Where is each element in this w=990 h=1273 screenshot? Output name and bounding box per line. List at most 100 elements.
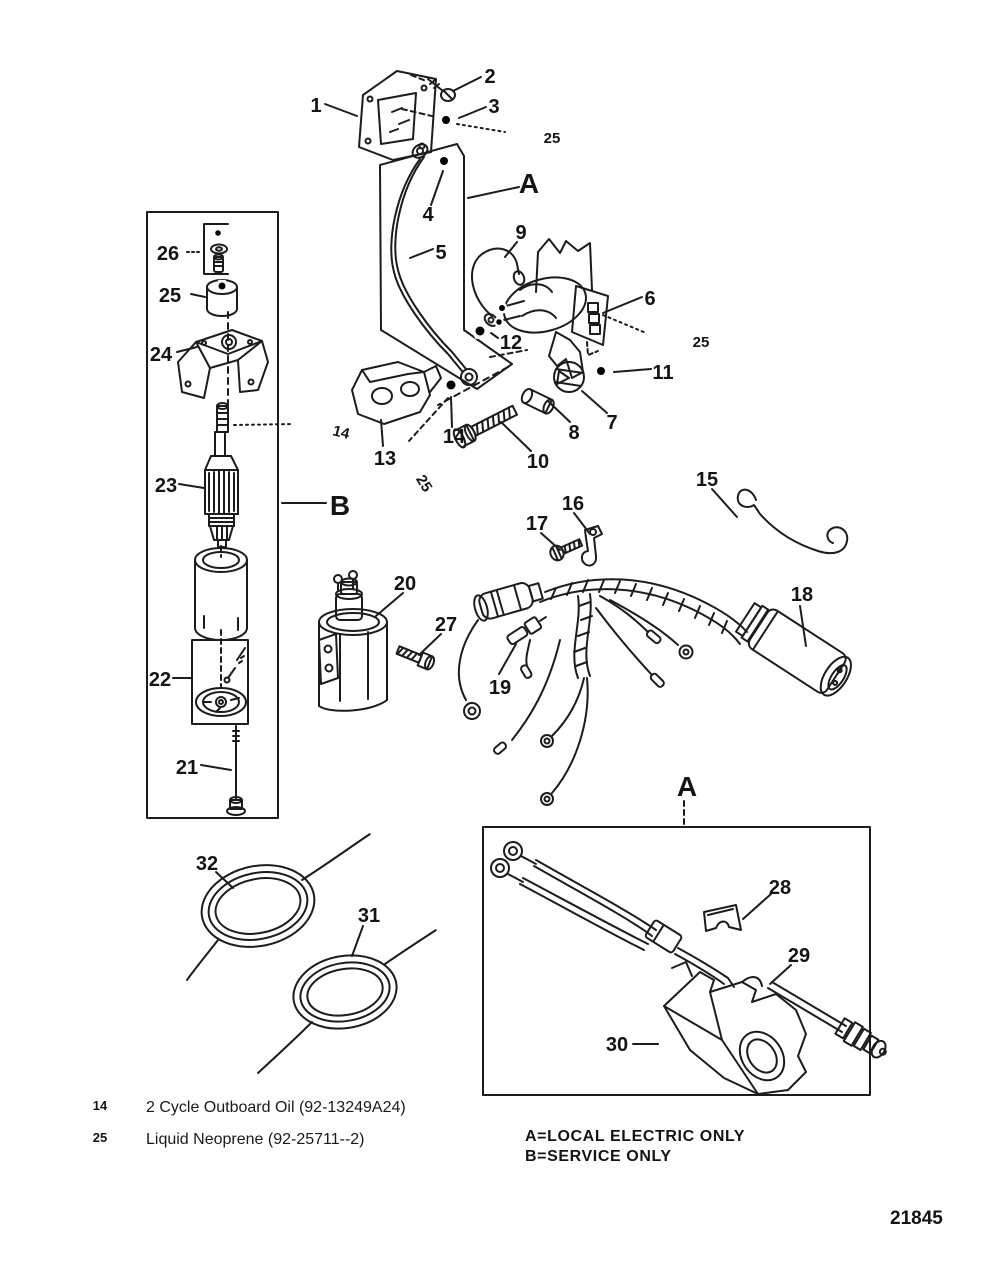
callout-22: 22 <box>149 669 171 691</box>
leader-20 <box>375 592 404 617</box>
part-20-starter-motor <box>318 570 388 712</box>
assembly-guide-lines <box>220 74 685 827</box>
callout-5: 5 <box>435 242 446 264</box>
callout-13: 13 <box>374 448 396 470</box>
callout-6: 6 <box>644 288 655 310</box>
note-line-2: B=SERVICE ONLY <box>525 1148 672 1165</box>
part-10-bolt <box>452 404 519 449</box>
electric-box-a <box>482 826 871 1096</box>
leader-27 <box>418 633 442 656</box>
callout-27: 27 <box>435 614 457 636</box>
callout-32: 32 <box>196 853 218 875</box>
leader-9 <box>504 241 518 258</box>
tube-mark-lower: 25 <box>412 472 435 495</box>
callout-31: 31 <box>358 905 380 927</box>
legend-oil-text: 2 Cycle Outboard Oil (92-13249A24) <box>146 1099 406 1116</box>
callout-28: 28 <box>769 877 791 899</box>
leader-17 <box>540 532 561 551</box>
leader-23 <box>178 483 205 489</box>
callout-19: 19 <box>489 677 511 699</box>
notes: A=LOCAL ELECTRIC ONLY B=SERVICE ONLY <box>525 1128 745 1165</box>
leader-13 <box>380 419 384 447</box>
callout-15: 15 <box>696 469 718 491</box>
callout-leader-lines <box>172 76 807 1045</box>
part-4-nut <box>436 154 452 168</box>
leader-4 <box>430 170 444 206</box>
callout-29: 29 <box>788 945 810 967</box>
callout-23: 23 <box>155 475 177 497</box>
leader-3 <box>458 106 487 119</box>
callout-18: 18 <box>791 584 813 606</box>
part-13-clamp-bracket <box>351 361 442 425</box>
callout-26: 26 <box>157 243 179 265</box>
part-11-nut <box>593 364 609 378</box>
callout-9: 9 <box>515 222 526 244</box>
part-15-wire-retainer <box>736 488 849 555</box>
callout-4: 4 <box>422 204 434 226</box>
part-28-clip <box>703 904 742 932</box>
leader-32 <box>215 871 234 889</box>
callout-24: 24 <box>150 344 173 366</box>
part-5-wire-lead <box>390 143 478 386</box>
callout-3: 3 <box>488 96 499 118</box>
part-2-screw <box>427 78 456 102</box>
part-7-grommet <box>553 361 585 393</box>
part-25-bushing <box>206 279 238 317</box>
part-17-screw <box>549 538 584 562</box>
leader-6 <box>602 296 643 314</box>
callout-17: 17 <box>526 513 548 535</box>
part-1-voltage-regulator <box>358 70 437 161</box>
part-26-mount-hardware <box>203 223 229 275</box>
part-18-harness-connector <box>734 602 852 697</box>
callout-10: 10 <box>527 451 549 473</box>
tube-mark-top: 25 <box>544 130 561 147</box>
wiring-harness <box>457 578 748 806</box>
leader-7 <box>581 390 608 414</box>
callout-25: 25 <box>159 285 181 307</box>
part-8-spacer <box>520 387 555 415</box>
part-22-end-cap <box>195 647 247 717</box>
leader-25 <box>190 293 206 298</box>
leader-18 <box>799 605 807 647</box>
drawing-number: 21845 <box>890 1208 943 1229</box>
tube-mark-oil: 14 <box>331 422 352 443</box>
leader-a-top <box>467 186 520 199</box>
part-32-cable <box>169 819 389 998</box>
neoprene-tube-icon-middle <box>642 320 724 359</box>
part-23-armature <box>204 431 239 548</box>
callout-20: 20 <box>394 573 416 595</box>
part-29-cable-extension <box>767 981 887 1059</box>
leader-10 <box>500 421 532 452</box>
section-label-b: B <box>330 490 350 521</box>
part-31-cable <box>239 915 455 1091</box>
oil-tube-icon-mid <box>289 409 372 456</box>
part-14-nut <box>442 377 460 393</box>
leader-14 <box>450 396 453 428</box>
leader-8 <box>548 401 571 423</box>
leader-16 <box>573 512 591 535</box>
section-label-a-top: A <box>519 168 539 199</box>
callout-2: 2 <box>484 66 495 88</box>
part-16-clip-bracket <box>580 525 603 567</box>
leader-24 <box>176 346 198 353</box>
callout-1: 1 <box>310 95 321 117</box>
callout-21: 21 <box>176 757 198 779</box>
note-line-1: A=LOCAL ELECTRIC ONLY <box>525 1128 745 1145</box>
service-box-b <box>146 211 279 819</box>
part-30-terminal-cover <box>663 961 807 1095</box>
callout-16: 16 <box>562 493 584 515</box>
battery-cable <box>490 841 735 988</box>
part-27-bolt <box>395 645 436 671</box>
mounting-plate-a <box>379 143 513 390</box>
starter-frame-cylinder <box>194 547 248 641</box>
part-9-jumper-wire <box>470 247 526 327</box>
callout-30: 30 <box>606 1034 628 1056</box>
callout-14: 14 <box>443 426 466 448</box>
callout-12: 12 <box>500 332 522 354</box>
legend-tube-14-label: 14 <box>93 1098 108 1113</box>
legend-neoprene-text: Liquid Neoprene (92-25711--2) <box>146 1131 365 1148</box>
section-label-a-bottom: A <box>677 771 697 802</box>
part-24-mount-bracket <box>177 329 269 399</box>
